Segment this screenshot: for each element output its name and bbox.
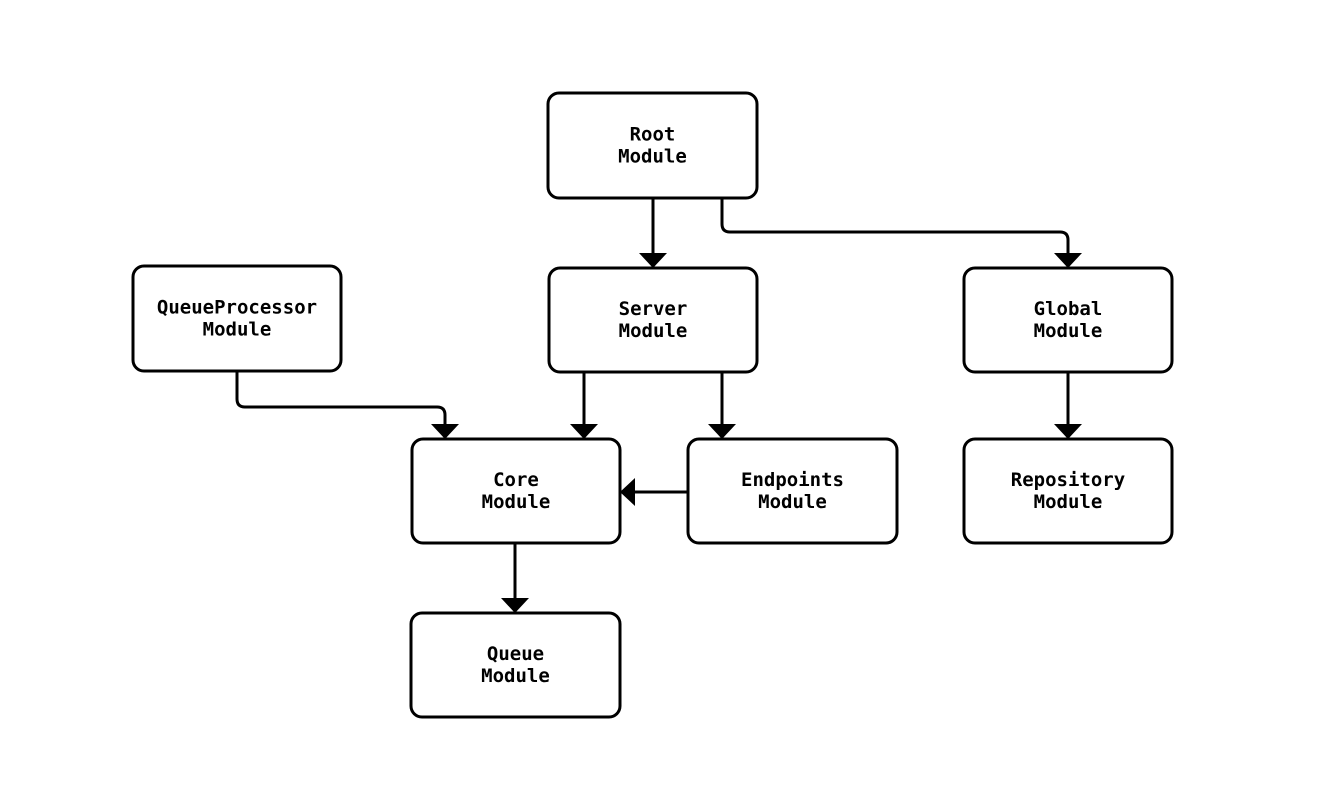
node-global-box xyxy=(962,266,1174,374)
node-queue-box xyxy=(409,611,622,719)
node-repository-box xyxy=(962,437,1174,545)
node-server-box xyxy=(547,266,759,374)
node-queueprocessor-box xyxy=(131,264,343,373)
node-core-box xyxy=(410,437,622,545)
edges-layer xyxy=(235,198,1082,613)
edge-queueprocessor-to-core xyxy=(235,371,459,439)
node-root-box xyxy=(546,91,759,200)
edge-root-to-global xyxy=(720,198,1082,268)
node-endpoints-box xyxy=(686,437,899,545)
